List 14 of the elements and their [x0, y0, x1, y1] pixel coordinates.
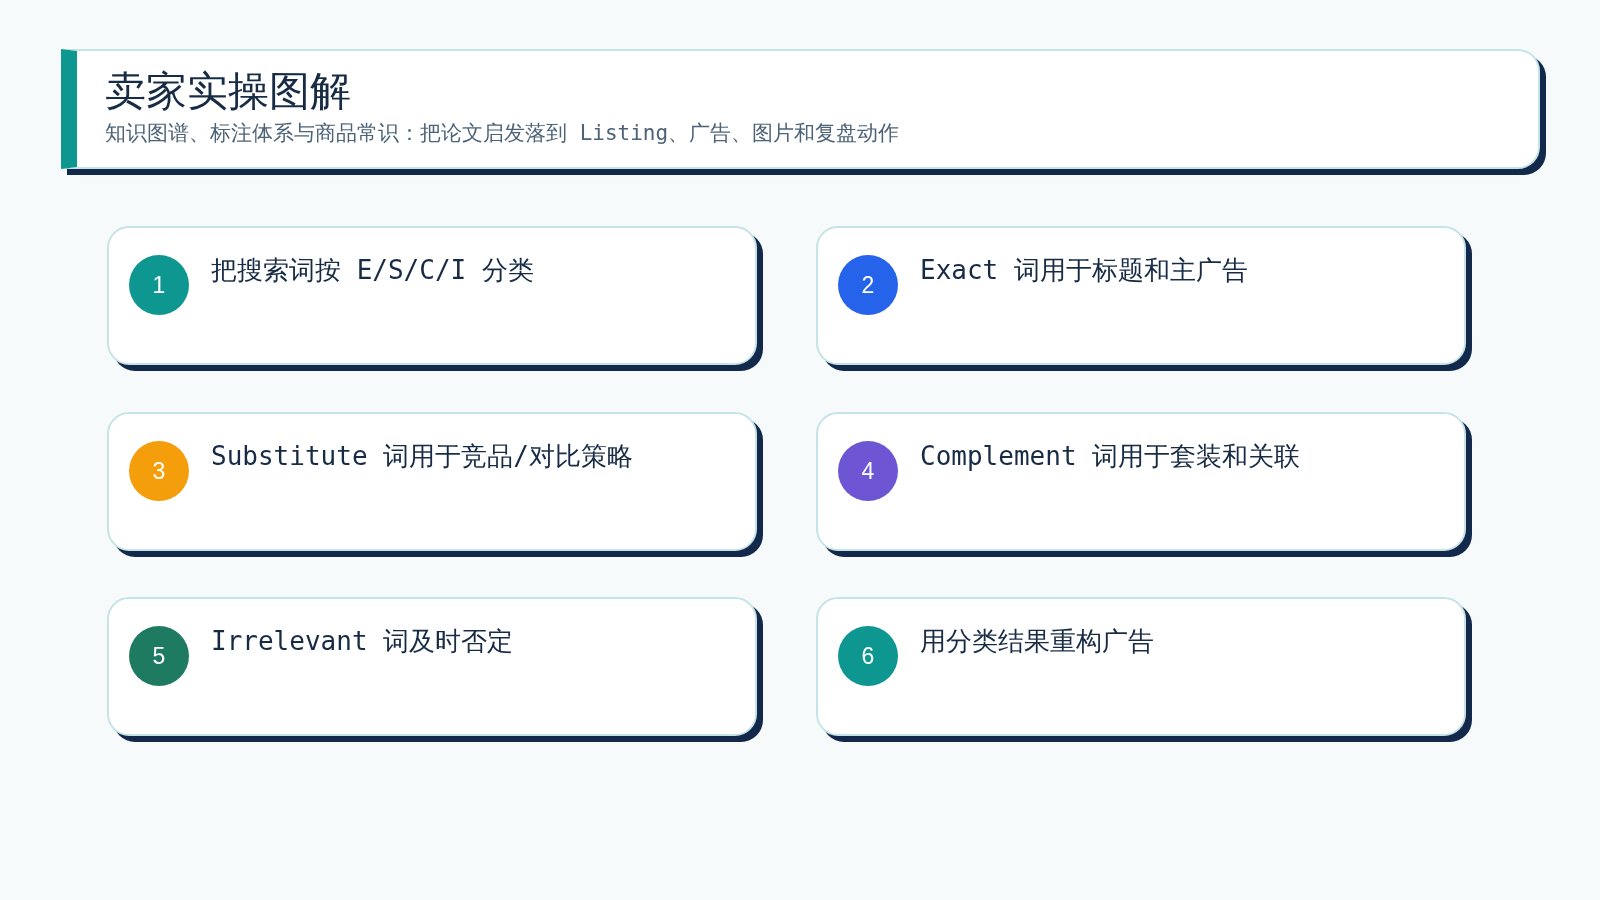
step-text: Substitute 词用于竞品/对比策略 — [211, 440, 633, 473]
step-number: 6 — [838, 626, 898, 686]
step-text: Complement 词用于套装和关联 — [920, 440, 1301, 473]
step-number: 1 — [129, 255, 189, 315]
subtitle: 知识图谱、标注体系与商品常识：把论文启发落到 Listing、广告、图片和复盘动作 — [105, 120, 900, 147]
title: 卖家实操图解 — [105, 67, 351, 115]
step-number: 5 — [129, 626, 189, 686]
step-number: 4 — [838, 441, 898, 501]
step-text: Irrelevant 词及时否定 — [211, 625, 514, 658]
step-text: Exact 词用于标题和主广告 — [920, 254, 1248, 287]
step-number: 3 — [129, 441, 189, 501]
step-text: 用分类结果重构广告 — [920, 625, 1154, 658]
step-number: 2 — [838, 255, 898, 315]
step-text: 把搜索词按 E/S/C/I 分类 — [211, 254, 534, 287]
